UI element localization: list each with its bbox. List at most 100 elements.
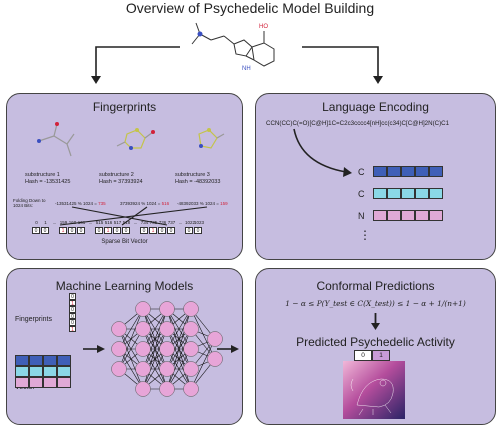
nn-edge <box>118 308 144 370</box>
nn-edge <box>118 328 144 370</box>
embedding-row-n <box>373 210 443 221</box>
smiles-arrow <box>293 128 352 177</box>
embedding-cell <box>415 210 429 221</box>
bit-index: 517 <box>113 220 122 225</box>
fold-2-result: 516 <box>161 201 170 206</box>
conformal-formula: 1 − α ≤ P(Y_test ∈ C(X_test)) ≤ 1 − α + … <box>285 299 466 308</box>
nn-edge <box>142 308 168 370</box>
embedding-cell <box>373 188 387 199</box>
fp-bit: 0 <box>69 293 76 300</box>
bit-cell: 0 <box>113 227 121 234</box>
bit-index: 1022 <box>185 220 196 225</box>
nn-node <box>159 341 175 357</box>
class-1: 1 <box>372 350 390 361</box>
ml-title: Machine Learning Models <box>55 279 194 293</box>
substructure-3-name: substructure 3 <box>175 172 210 178</box>
nn-node <box>111 321 127 337</box>
nn-node <box>135 321 151 337</box>
fold-1-result: 735 <box>98 201 106 206</box>
class-0: 0 <box>354 350 372 361</box>
fp-bit: 1 <box>69 299 76 307</box>
embedding-cell <box>373 210 387 221</box>
embedding-cell <box>401 166 415 177</box>
embedding-row-c1 <box>373 166 443 177</box>
predicted-title: Predicted Psychedelic Activity <box>296 335 455 349</box>
conformal-panel: Conformal Predictions 1 − α ≤ P(Y_test ∈… <box>255 268 496 425</box>
bit-index: 516 <box>104 220 113 225</box>
substructure-2-name: substructure 2 <box>99 172 134 178</box>
nn-node <box>183 301 199 317</box>
language-title: Language Encoding <box>322 100 429 114</box>
embedding-row-c2 <box>373 188 443 199</box>
nn-edge <box>190 338 216 390</box>
bit-index: 734 <box>140 220 149 225</box>
nn-node <box>159 381 175 397</box>
bit-cell: 0 <box>32 227 40 234</box>
bit-cell: 0 <box>140 227 148 234</box>
fold-2: 37393924 % 1024 = 516 <box>120 201 169 206</box>
substructure-1-name: substructure 1 <box>25 172 60 178</box>
nh-label: NH <box>242 66 251 72</box>
language-panel: Language Encoding CCN(CC)C(=O)[C@H]1C=C2… <box>255 93 496 260</box>
bit-cell <box>176 227 184 234</box>
bit-cell <box>50 227 58 234</box>
bit-cell: 0 <box>185 227 193 234</box>
fold-1-expr: -13531425 % 1024 = <box>55 201 99 206</box>
fingerprints-panel: Fingerprints substructure 1 Hash = -1353… <box>6 93 243 260</box>
fold-3: -48392033 % 1024 = 159 <box>177 201 228 206</box>
folding-label: Folding Down to 1024 Bits: <box>13 198 46 208</box>
nn-node <box>207 351 223 367</box>
nn-node <box>183 381 199 397</box>
nn-edge <box>118 308 144 350</box>
bit-index: 159 <box>59 220 68 225</box>
fold-3-result: 159 <box>220 201 228 206</box>
nn-node <box>183 361 199 377</box>
nn-edge <box>142 328 168 390</box>
nn-edge <box>142 308 168 390</box>
embedding-cell <box>387 210 401 221</box>
embedding-cell <box>373 166 387 177</box>
token-ellipsis: ⋮ <box>359 228 371 242</box>
bit-cell: 0 <box>158 227 166 234</box>
fp-bit: 0 <box>69 306 76 313</box>
nn-node <box>135 381 151 397</box>
fp-bit: 0 <box>69 319 76 326</box>
nn-edge <box>166 308 192 390</box>
nn-edge <box>166 328 192 390</box>
bit-cell: 1 <box>59 227 67 234</box>
substructure-drawings <box>37 122 225 157</box>
nn-node <box>135 341 151 357</box>
embedding-cell <box>429 188 443 199</box>
bit-index: 737 <box>167 220 176 225</box>
nn-edge <box>142 348 168 390</box>
substructure-1-caption: substructure 1 Hash = -13531425 <box>25 172 70 186</box>
substructure-3-hash: Hash = -48392033 <box>175 178 221 185</box>
nn-node <box>135 361 151 377</box>
bit-index: 0 <box>35 220 38 225</box>
nn-edge <box>142 308 168 350</box>
bit-cell: 0 <box>194 227 202 234</box>
neural-network <box>83 301 239 397</box>
embedding-cell <box>401 210 415 221</box>
nn-edge <box>166 308 192 370</box>
fold-2-expr: 37393924 % 1024 = <box>120 201 162 206</box>
smiles-string: CCN(CC)C(=O)[C@H]1C=C2c3cccc4[nH]cc(c34)… <box>266 120 450 127</box>
nn-node <box>111 341 127 357</box>
bit-cell: 0 <box>41 227 49 234</box>
nn-node <box>159 301 175 317</box>
embedding-cell <box>415 166 429 177</box>
psilocin-molecule: HO NH <box>191 22 275 72</box>
substructure-2-caption: substructure 2 Hash = 37393924 <box>99 172 143 186</box>
bit-index: 1 <box>44 220 47 225</box>
page-title: Overview of Psychedelic Model Building <box>125 0 375 16</box>
bit-cell <box>86 227 94 234</box>
embedding-cell <box>401 188 415 199</box>
bit-index: ... <box>133 220 138 225</box>
bit-cell: 0 <box>167 227 175 234</box>
bit-index: ... <box>178 220 183 225</box>
sparse-label: Sparse Bit Vector <box>101 239 148 245</box>
fold-3-expr: -48392033 % 1024 = <box>177 201 221 206</box>
fp-bit: 0 <box>69 312 76 320</box>
fp-label: Fingerprints <box>15 316 52 323</box>
